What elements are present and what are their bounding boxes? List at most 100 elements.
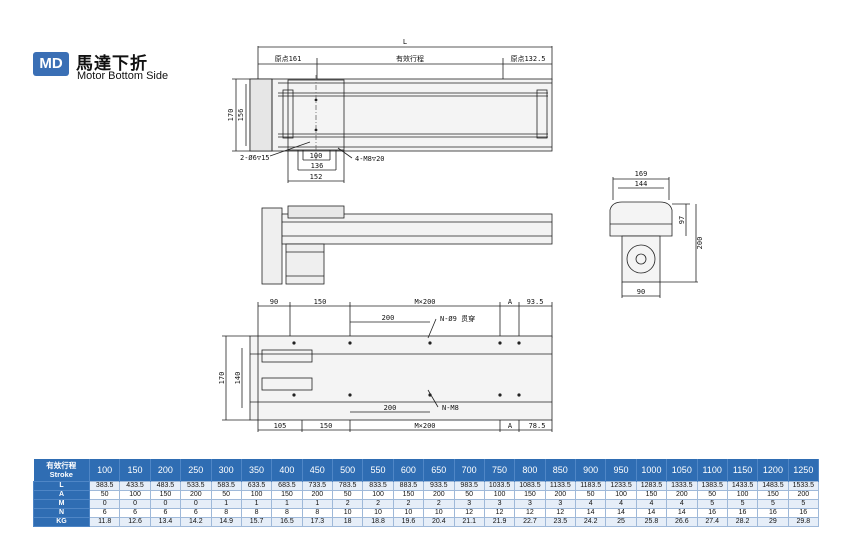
spec-cell: 28.2 (726, 517, 759, 527)
top-view (232, 46, 553, 183)
spec-cell: 25 (605, 517, 637, 527)
spec-cell: 10 (423, 508, 455, 518)
stroke-col-header: 200 (150, 459, 182, 482)
spec-cell: 583.5 (210, 481, 242, 491)
spec-cell: 783.5 (331, 481, 364, 491)
spec-cell: 14 (666, 508, 698, 518)
spec-cell: 12 (483, 508, 516, 518)
dim-effective-stroke: 有效行程 (396, 54, 424, 63)
dim-height-170: 170 (227, 109, 235, 122)
spec-cell: 16 (787, 508, 820, 518)
btm-dim-a-top: A (508, 298, 513, 306)
spec-cell: 0 (88, 499, 121, 509)
spec-cell: 1533.5 (787, 481, 820, 491)
spec-cell: 100 (726, 490, 759, 500)
side-view (261, 205, 553, 285)
spec-cell: 22.7 (514, 517, 546, 527)
spec-cell: 50 (696, 490, 728, 500)
stroke-header: 有效行程 Stroke (33, 459, 90, 482)
spec-cell: 833.5 (362, 481, 394, 491)
spec-cell: 1 (210, 499, 242, 509)
stroke-col-header: 250 (180, 459, 212, 482)
btm-dim-150-top: 150 (314, 298, 327, 306)
spec-cell: 10 (362, 508, 394, 518)
spec-cell: 933.5 (423, 481, 455, 491)
stroke-col-header: 350 (241, 459, 273, 482)
stroke-col-header: 950 (605, 459, 637, 482)
spec-cell: 5 (787, 499, 820, 509)
spec-cell: 10 (331, 508, 364, 518)
dim-left-origin: 原点161 (275, 55, 302, 63)
spec-cell: 16 (726, 508, 759, 518)
spec-cell: 633.5 (240, 481, 273, 491)
spec-cell: 150 (392, 490, 425, 500)
end-dim-97: 97 (678, 216, 686, 224)
spec-cell: 6 (180, 508, 212, 518)
stroke-col-header: 1000 (636, 459, 668, 482)
spec-cell: 12 (514, 508, 546, 518)
bottom-view (222, 302, 553, 432)
spec-cell: 24.2 (574, 517, 607, 527)
spec-cell: 150 (514, 490, 546, 500)
spec-cell: 16.5 (271, 517, 303, 527)
btm-dim-a-bottom: A (508, 422, 513, 430)
btm-note-through: N-Ø9 贯穿 (440, 314, 475, 323)
spec-cell: 1333.5 (666, 481, 698, 491)
spec-cell: 1 (240, 499, 273, 509)
spec-row-label: N (33, 508, 90, 518)
spec-cell: 5 (696, 499, 728, 509)
spec-cell: 8 (240, 508, 273, 518)
spec-cell: 100 (362, 490, 394, 500)
btm-dim-90: 90 (270, 298, 278, 306)
dim-holes: 2-Ø6▽15 (240, 154, 270, 162)
spec-cell: 3 (483, 499, 516, 509)
spec-cell: 733.5 (301, 481, 334, 491)
spec-cell: 983.5 (453, 481, 485, 491)
btm-dim-m200-bottom: M×200 (414, 422, 435, 430)
spec-cell: 2 (423, 499, 455, 509)
spec-cell: 100 (483, 490, 516, 500)
spec-cell: 1033.5 (483, 481, 516, 491)
spec-row-label: A (33, 490, 90, 500)
spec-cell: 5 (757, 499, 789, 509)
stroke-col-header: 400 (271, 459, 303, 482)
spec-cell: 6 (119, 508, 151, 518)
spec-cell: 683.5 (271, 481, 303, 491)
btm-dim-170: 170 (218, 372, 226, 385)
spec-cell: 1483.5 (757, 481, 789, 491)
spec-cell: 0 (149, 499, 182, 509)
spec-cell: 27.4 (696, 517, 728, 527)
stroke-header-en: Stroke (49, 470, 73, 479)
spec-cell: 26.6 (666, 517, 698, 527)
spec-cell: 150 (149, 490, 182, 500)
stroke-col-header: 1050 (666, 459, 698, 482)
stroke-col-header: 550 (362, 459, 394, 482)
end-dim-169: 169 (635, 170, 648, 178)
stroke-col-header: 900 (575, 459, 607, 482)
end-dim-90: 90 (637, 288, 645, 296)
btm-dim-m200-top: M×200 (414, 298, 435, 306)
dim-right-origin: 原点132.5 (510, 55, 545, 63)
spec-cell: 1083.5 (514, 481, 546, 491)
spec-cell: 29.8 (787, 517, 820, 527)
spec-row-label: M (33, 499, 90, 509)
spec-cell: 4 (666, 499, 698, 509)
spec-cell: 14 (605, 508, 637, 518)
spec-cell: 150 (757, 490, 789, 500)
spec-cell: 100 (605, 490, 637, 500)
stroke-col-header: 450 (302, 459, 334, 482)
spec-cell: 8 (301, 508, 334, 518)
btm-dim-105: 105 (274, 422, 287, 430)
spec-cell: 8 (271, 508, 303, 518)
spec-cell: 3 (514, 499, 546, 509)
title-english: Motor Bottom Side (77, 70, 169, 82)
spec-cell: 1 (301, 499, 334, 509)
spec-cell: 1133.5 (544, 481, 577, 491)
spec-cell: 4 (605, 499, 637, 509)
